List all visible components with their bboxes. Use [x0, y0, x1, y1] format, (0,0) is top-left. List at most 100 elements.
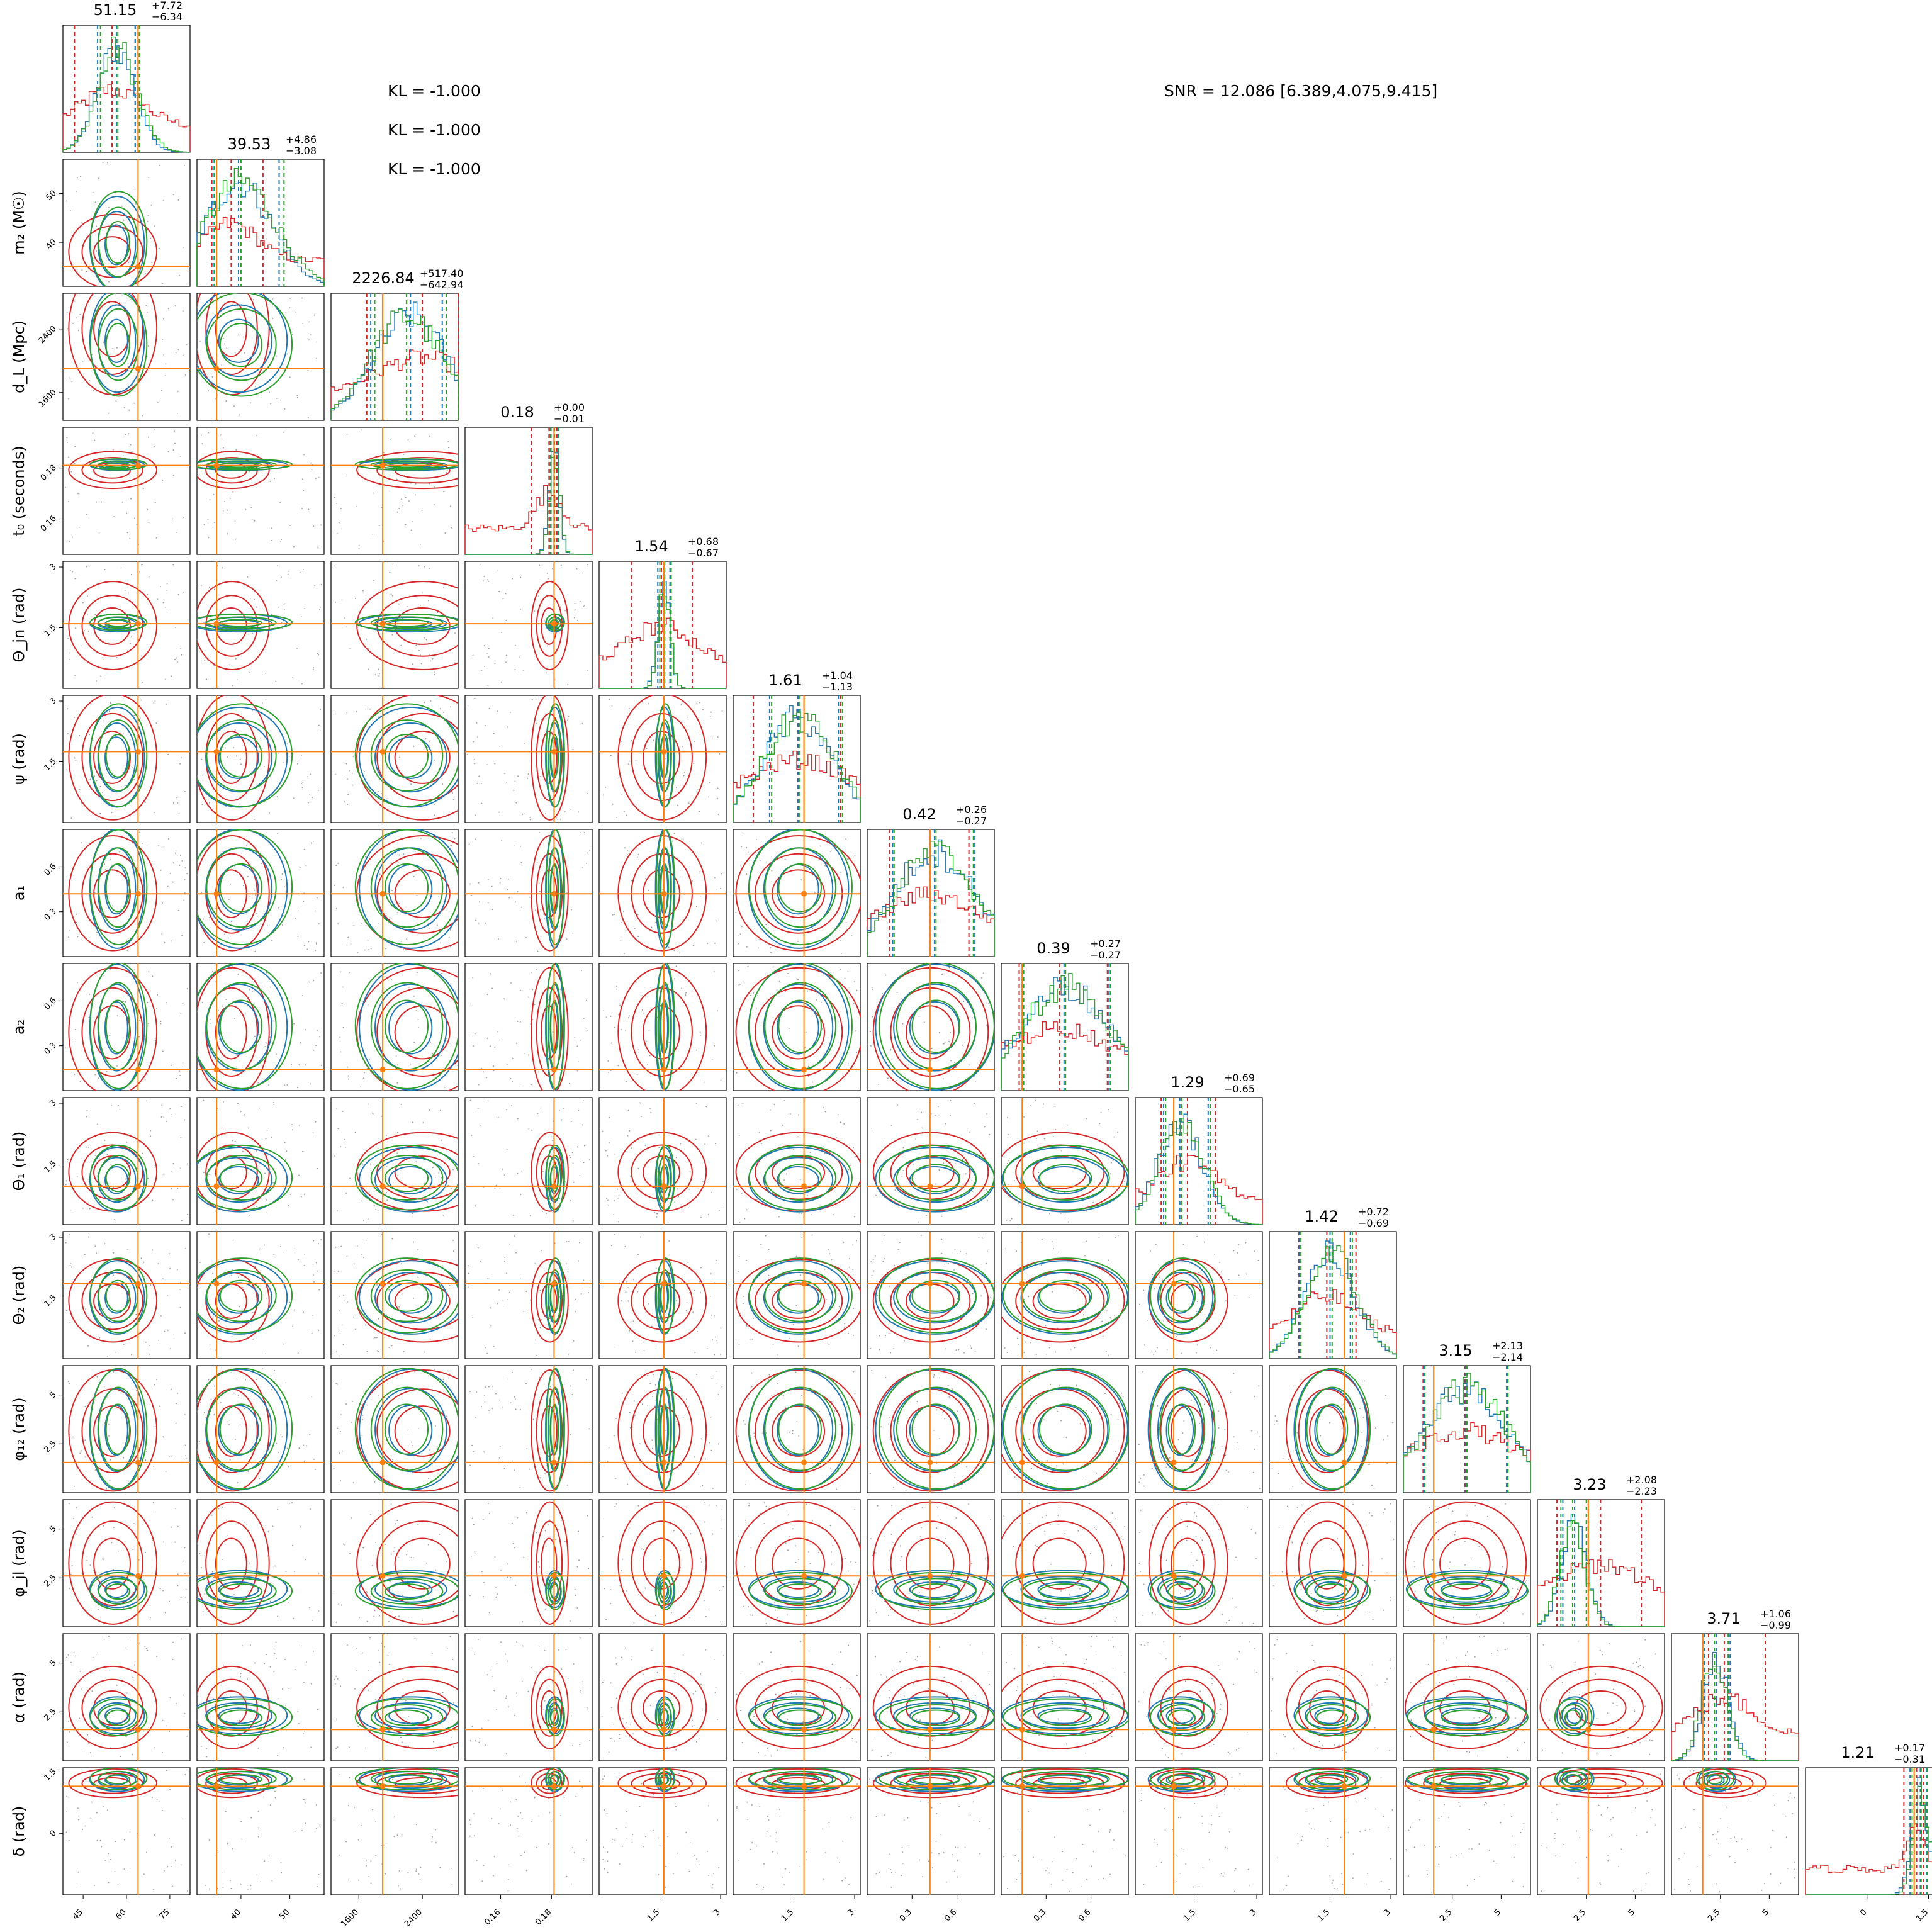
sample-dot: [840, 1121, 841, 1123]
sample-dot: [502, 1169, 503, 1171]
sample-dot: [165, 1471, 167, 1473]
sample-dot: [233, 1392, 235, 1394]
sample-dot: [741, 846, 743, 848]
sample-dot: [276, 580, 278, 581]
sample-dot: [394, 1547, 396, 1549]
sample-dot: [366, 1351, 368, 1352]
sample-dot: [935, 1115, 936, 1116]
sample-dot: [519, 1408, 521, 1410]
sample-dot: [408, 500, 410, 502]
truth-point: [135, 621, 141, 627]
sample-dot: [1099, 1123, 1101, 1125]
sample-dot: [488, 879, 489, 880]
sample-dot: [398, 603, 400, 605]
sample-dot: [515, 1043, 517, 1044]
sample-dot: [566, 1241, 568, 1243]
sample-dot: [570, 809, 572, 810]
sample-dot: [840, 927, 841, 929]
sample-dot: [572, 1162, 574, 1164]
sample-dot: [256, 606, 257, 608]
sample-dot: [235, 658, 237, 660]
sample-dot: [1040, 1264, 1042, 1266]
sample-dot: [1045, 1617, 1046, 1619]
sample-dot: [570, 1157, 571, 1159]
contour-series-2: [660, 734, 670, 778]
contour-series-0: [93, 236, 131, 269]
sample-dot: [563, 1107, 564, 1109]
sample-dot: [230, 883, 232, 885]
sample-dot: [413, 1557, 414, 1559]
sample-dot: [589, 850, 590, 851]
sample-dot: [989, 1133, 991, 1135]
sample-dot: [160, 1315, 162, 1317]
sample-dot: [1070, 1348, 1072, 1350]
sample-dot: [1091, 1334, 1092, 1335]
sample-dot: [320, 709, 321, 710]
sample-dot: [505, 619, 507, 621]
sample-dot: [486, 994, 488, 996]
sample-dot: [802, 1580, 804, 1581]
sample-dot: [145, 801, 147, 803]
sample-dot: [885, 974, 887, 976]
sample-dot: [177, 199, 179, 201]
sample-dot: [1096, 1152, 1097, 1154]
sample-dot: [452, 1240, 454, 1241]
sample-dot: [721, 1509, 723, 1511]
sample-dot: [244, 759, 246, 761]
sample-dot: [395, 1523, 396, 1525]
sample-dot: [400, 1259, 402, 1261]
sample-dot: [94, 1469, 96, 1471]
y-tick-label: 5: [48, 1524, 58, 1534]
sample-dot: [523, 1556, 525, 1558]
sample-dot: [72, 1436, 74, 1438]
sample-dot: [749, 1339, 751, 1340]
sample-dot: [1108, 1109, 1109, 1111]
sample-dot: [94, 439, 96, 441]
sample-dot: [696, 702, 698, 704]
sample-dot: [65, 1310, 67, 1311]
sample-dot: [247, 576, 249, 578]
sample-dot: [1361, 1446, 1363, 1447]
sample-dot: [353, 924, 355, 926]
sample-dot: [753, 1435, 755, 1437]
sample-dot: [1070, 1273, 1072, 1275]
sample-dot: [298, 1125, 300, 1127]
sample-dot: [248, 1215, 250, 1216]
sample-dot: [777, 1617, 778, 1619]
sample-dot: [115, 400, 117, 402]
sample-dot: [787, 1514, 789, 1516]
sample-dot: [699, 1031, 701, 1033]
sample-dot: [493, 733, 495, 734]
sample-dot: [694, 1289, 695, 1291]
sample-dot: [615, 1503, 617, 1505]
sample-dot: [437, 895, 439, 897]
sample-dot: [79, 1081, 81, 1082]
sample-dot: [655, 1348, 657, 1350]
contour-series-1: [218, 736, 259, 779]
sample-dot: [1003, 1515, 1005, 1517]
sample-dot: [85, 1308, 86, 1310]
sample-dot: [494, 1188, 496, 1189]
contour-series-1: [654, 706, 675, 808]
sample-dot: [303, 848, 305, 850]
sample-dot: [1383, 1609, 1384, 1611]
marginal-title-minus: −0.01: [554, 413, 585, 425]
sample-dot: [618, 1194, 620, 1196]
sample-dot: [559, 1109, 560, 1111]
sample-dot: [616, 988, 617, 990]
sample-dot: [129, 768, 131, 770]
sample-dot: [377, 1395, 379, 1396]
sample-dot: [224, 1133, 226, 1135]
sample-dot: [227, 926, 229, 928]
sample-dot: [335, 1246, 337, 1248]
panel-10-1: [196, 1365, 325, 1493]
sample-dot: [777, 1383, 778, 1384]
sample-dot: [501, 632, 503, 633]
sample-dot: [799, 1179, 801, 1181]
sample-dot: [683, 771, 685, 773]
sample-dot: [918, 1016, 920, 1018]
sample-dot: [837, 1616, 839, 1618]
sample-dot: [448, 447, 449, 449]
sample-dot: [407, 606, 408, 607]
sample-dot: [172, 881, 174, 883]
